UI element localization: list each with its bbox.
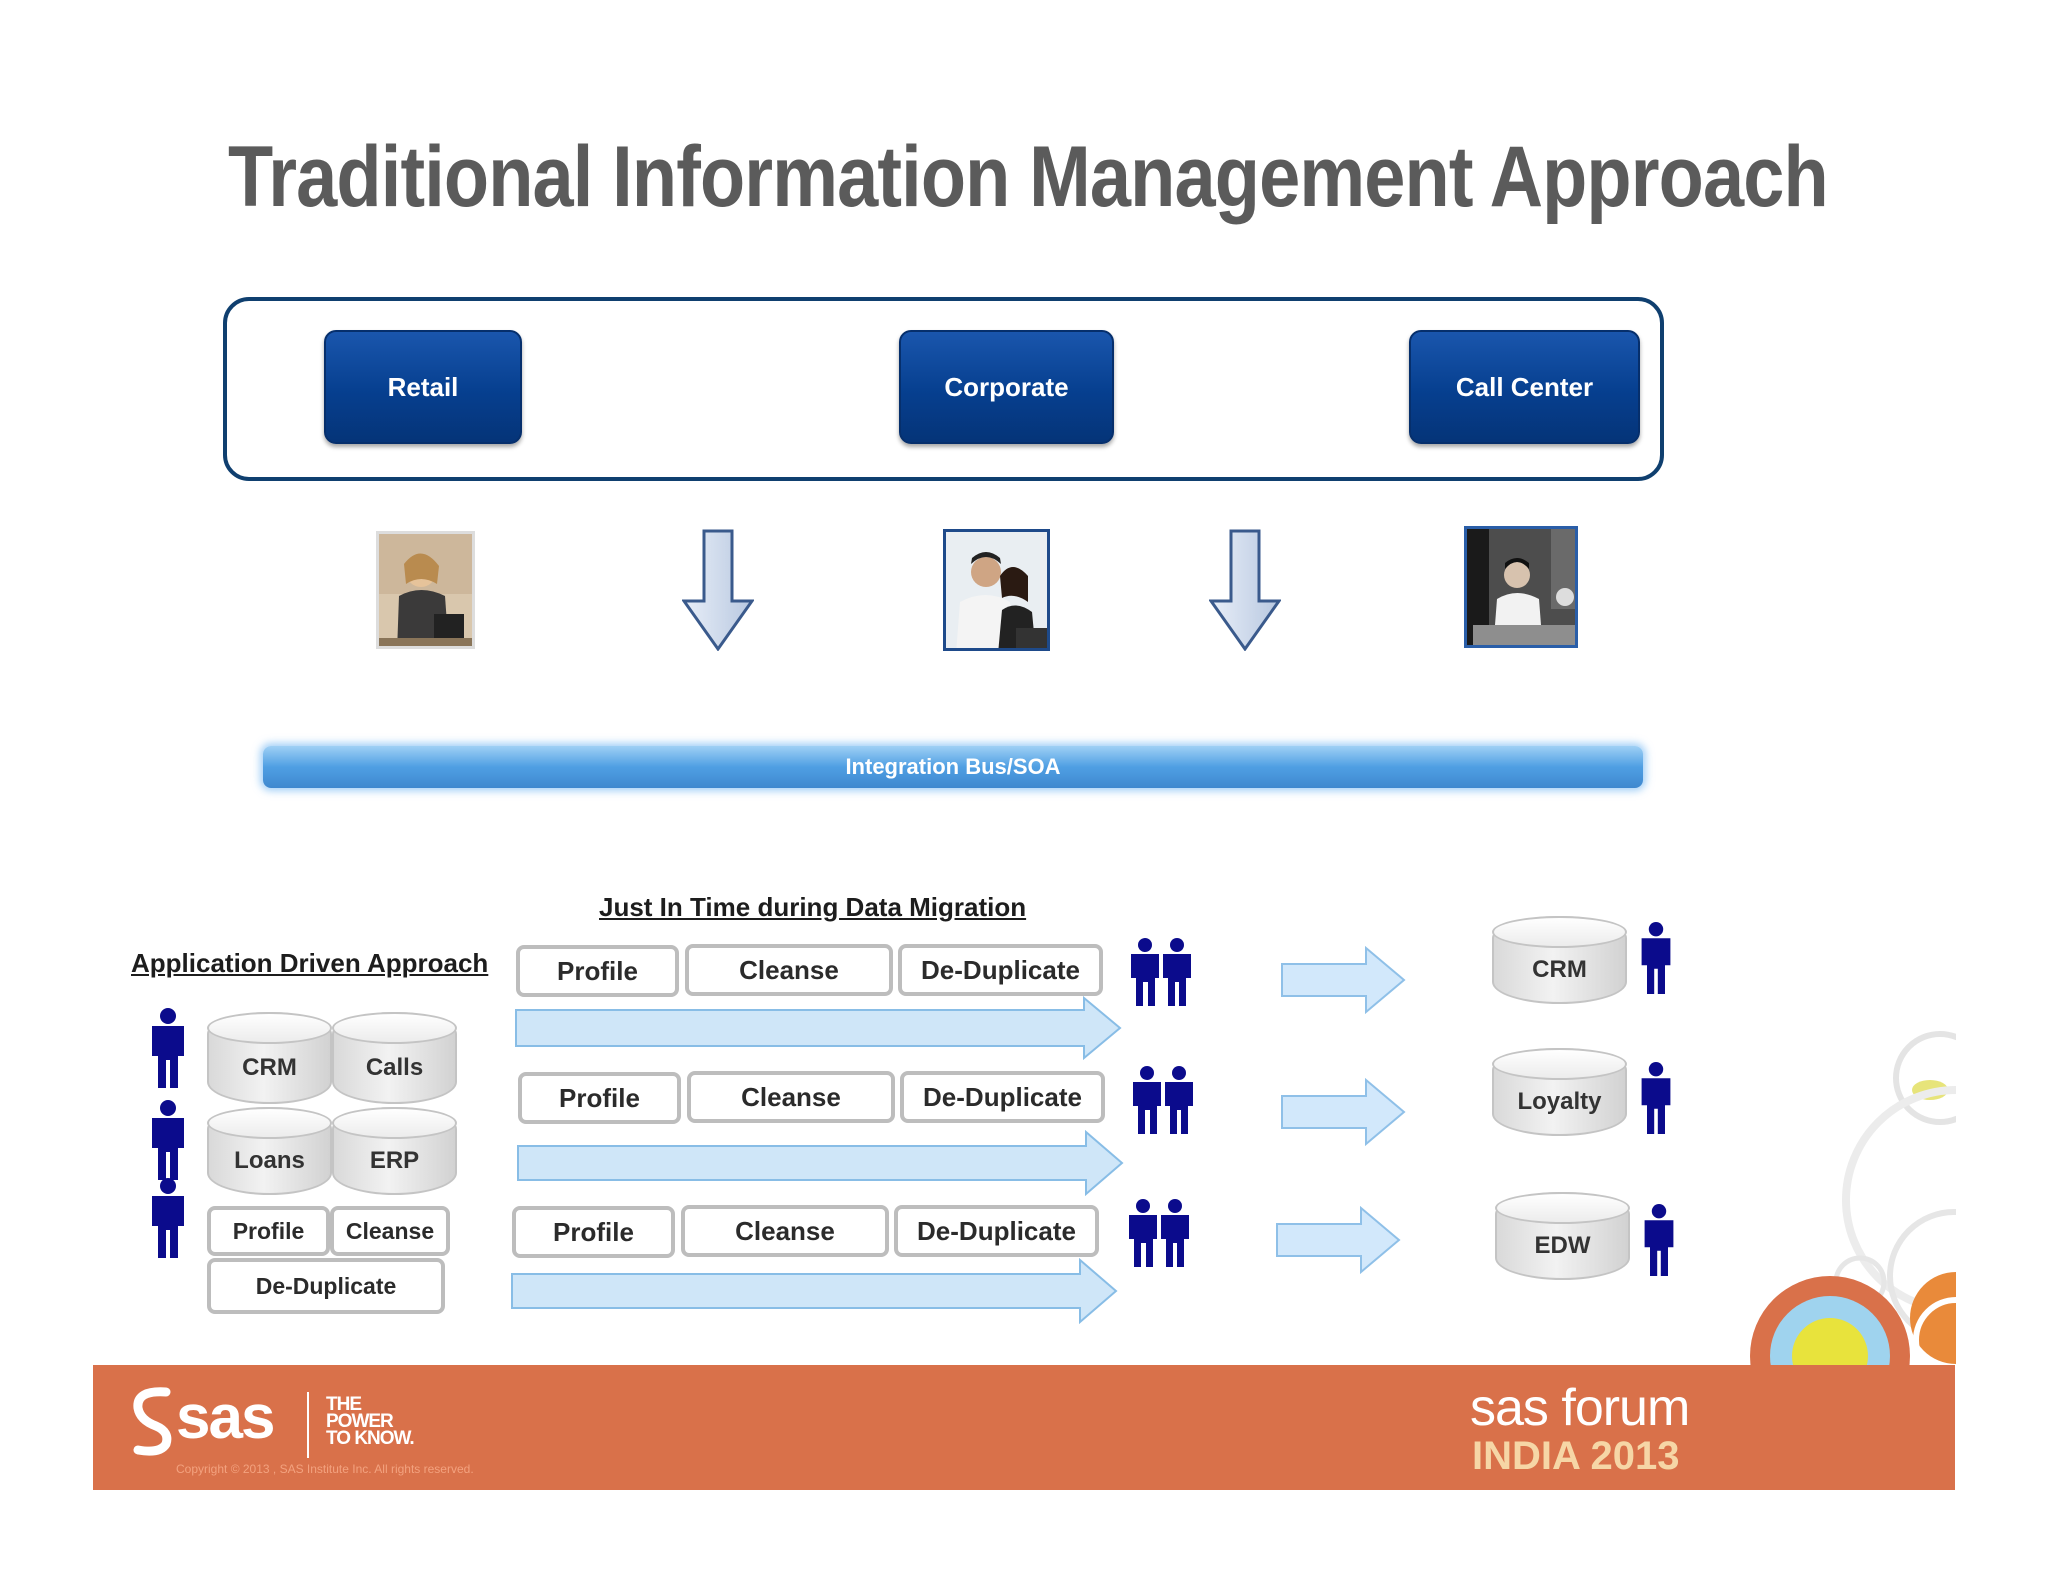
flow-arrow-icon [514, 995, 1124, 1065]
call-center-photo [1464, 526, 1578, 648]
step-box: Profile [518, 1072, 681, 1124]
person-icon [148, 1100, 188, 1185]
source-cylinder: Calls [332, 1012, 457, 1104]
down-arrow-icon [1208, 529, 1282, 656]
logo-divider [307, 1392, 309, 1458]
step-box: Cleanse [687, 1071, 895, 1123]
step-box: De-Duplicate [207, 1258, 445, 1314]
step-box: Cleanse [685, 944, 893, 996]
event-name: sas forum [1470, 1379, 1690, 1437]
source-cylinder: CRM [207, 1012, 332, 1104]
corporate-button[interactable]: Corporate [899, 330, 1114, 444]
source-cylinder: Loans [207, 1107, 332, 1195]
page-title: Traditional Information Management Appro… [228, 129, 1829, 225]
group-icon [1127, 1199, 1193, 1272]
flow-arrow-icon [516, 1129, 1126, 1201]
step-box: De-Duplicate [898, 944, 1103, 996]
corporate-photo [943, 529, 1050, 651]
flow-arrow-icon [510, 1257, 1120, 1329]
application-driven-heading: Application Driven Approach [131, 948, 489, 978]
target-cylinder: CRM [1492, 916, 1627, 1004]
event-edition: INDIA 2013 [1472, 1434, 1680, 1478]
step-box: Cleanse [681, 1205, 889, 1257]
person-icon [1638, 1058, 1674, 1143]
group-icon [1131, 1066, 1197, 1139]
footer-bar [93, 1365, 1955, 1490]
right-arrow-icon [1280, 1077, 1408, 1151]
step-box: Profile [512, 1206, 675, 1258]
person-icon [148, 1008, 188, 1093]
person-icon [1641, 1200, 1677, 1285]
retail-photo [376, 531, 475, 649]
copyright-text: Copyright © 2013 , SAS Institute Inc. Al… [176, 1462, 474, 1476]
just-in-time-heading: Just In Time during Data Migration [599, 892, 1027, 922]
sas-logo: sas [176, 1383, 275, 1452]
integration-bus: Integration Bus/SOA [263, 746, 1643, 788]
source-cylinder: ERP [332, 1107, 457, 1195]
step-box: Profile [516, 945, 679, 997]
right-arrow-icon [1275, 1205, 1403, 1279]
down-arrow-icon [681, 529, 755, 656]
group-icon [1129, 938, 1195, 1011]
call-center-button[interactable]: Call Center [1409, 330, 1640, 444]
step-box: Profile [207, 1206, 330, 1256]
tagline: THE POWER TO KNOW. [326, 1394, 415, 1449]
step-box: De-Duplicate [900, 1071, 1105, 1123]
right-arrow-icon [1280, 945, 1408, 1019]
target-cylinder: EDW [1495, 1192, 1630, 1280]
retail-button[interactable]: Retail [324, 330, 522, 444]
target-cylinder: Loyalty [1492, 1048, 1627, 1136]
step-box: Cleanse [330, 1206, 450, 1256]
person-icon [148, 1178, 188, 1263]
person-icon [1638, 918, 1674, 1003]
step-box: De-Duplicate [894, 1205, 1099, 1257]
sas-swoosh-icon [126, 1386, 178, 1461]
